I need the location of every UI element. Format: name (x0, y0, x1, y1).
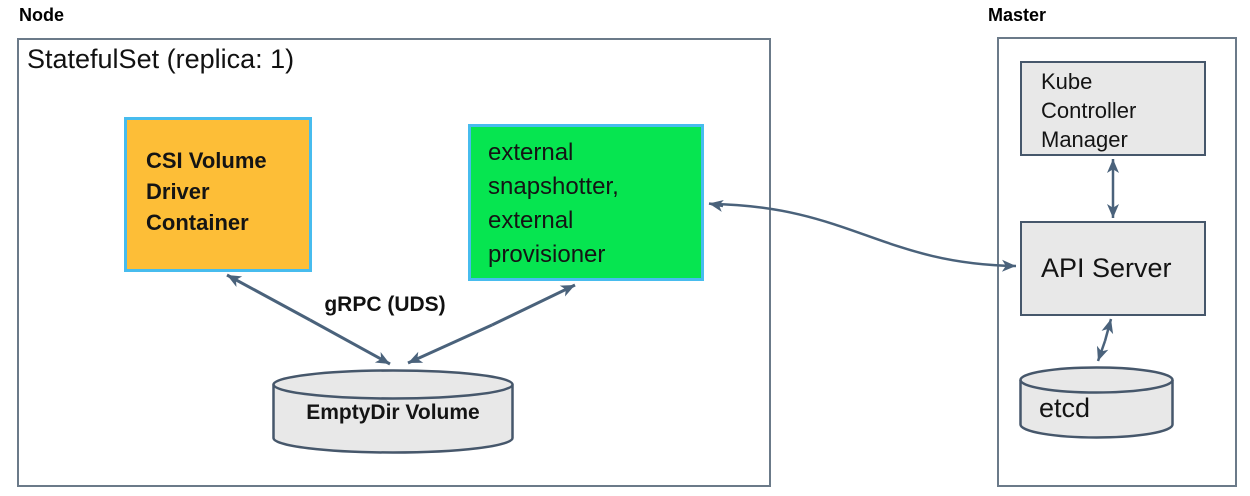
api-server-label: API Server (1041, 253, 1172, 283)
kube-controller-manager-box: Kube Controller Manager (1020, 61, 1206, 156)
cylinder-shape-icon (272, 369, 514, 454)
csi-volume-driver-container-box: CSI Volume Driver Container (124, 117, 312, 272)
grpc-uds-label: gRPC (UDS) (324, 293, 446, 316)
cylinder-shape-icon (1019, 366, 1174, 439)
statefulset-title: StatefulSet (replica: 1) (27, 44, 295, 74)
emptydir-volume-cylinder: EmptyDir Volume (272, 369, 514, 455)
node-zone-label: Node (19, 5, 64, 25)
api-server-box: API Server (1020, 221, 1206, 316)
etcd-cylinder: etcd (1019, 366, 1174, 440)
external-snapshotter-provisioner-box: external snapshotter, external provision… (468, 124, 704, 281)
master-zone-label: Master (988, 5, 1047, 25)
emptydir-volume-label: EmptyDir Volume (306, 401, 480, 424)
etcd-label: etcd (1039, 393, 1091, 423)
